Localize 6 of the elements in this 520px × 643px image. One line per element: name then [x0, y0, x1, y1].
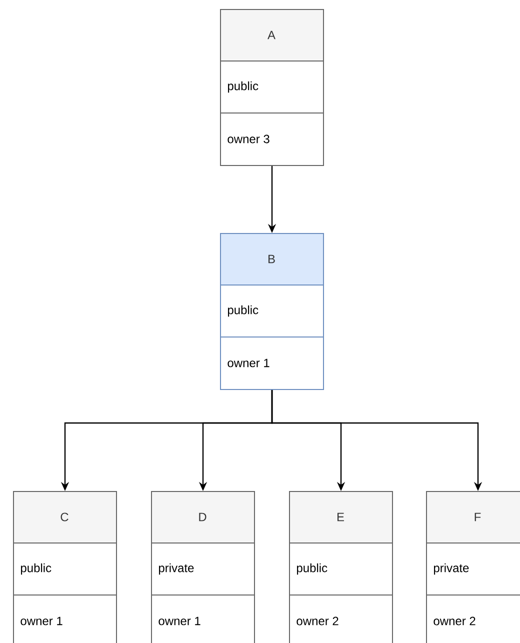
class-box: A public owner 3 [220, 9, 324, 166]
class-box: D private owner 1 [150, 491, 255, 643]
class-box: B public owner 1 [220, 233, 324, 390]
class-box: C public owner 1 [12, 491, 117, 643]
class-box: E public owner 2 [288, 491, 393, 643]
class-box: F private owner 2 [426, 491, 520, 643]
